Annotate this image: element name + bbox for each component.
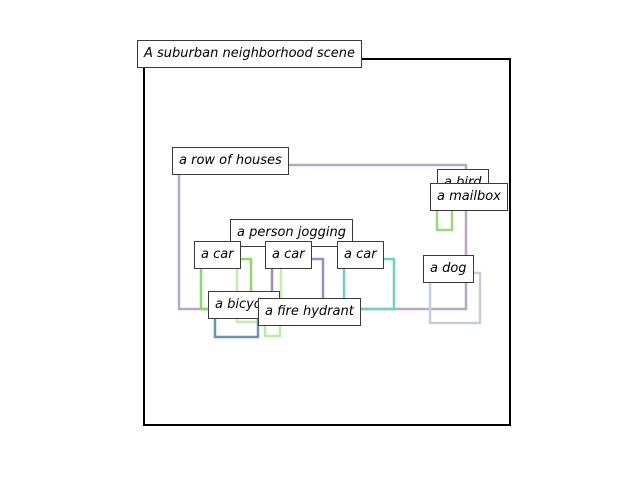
label-car3: a car: [337, 241, 384, 269]
label-mailbox: a mailbox: [430, 183, 508, 211]
label-houses: a row of houses: [172, 147, 289, 175]
label-hydrant: a fire hydrant: [258, 298, 361, 326]
label-car2: a car: [265, 241, 312, 269]
label-car1: a car: [194, 241, 241, 269]
scene-title: A suburban neighborhood scene: [137, 40, 363, 68]
label-dog: a dog: [423, 255, 474, 283]
